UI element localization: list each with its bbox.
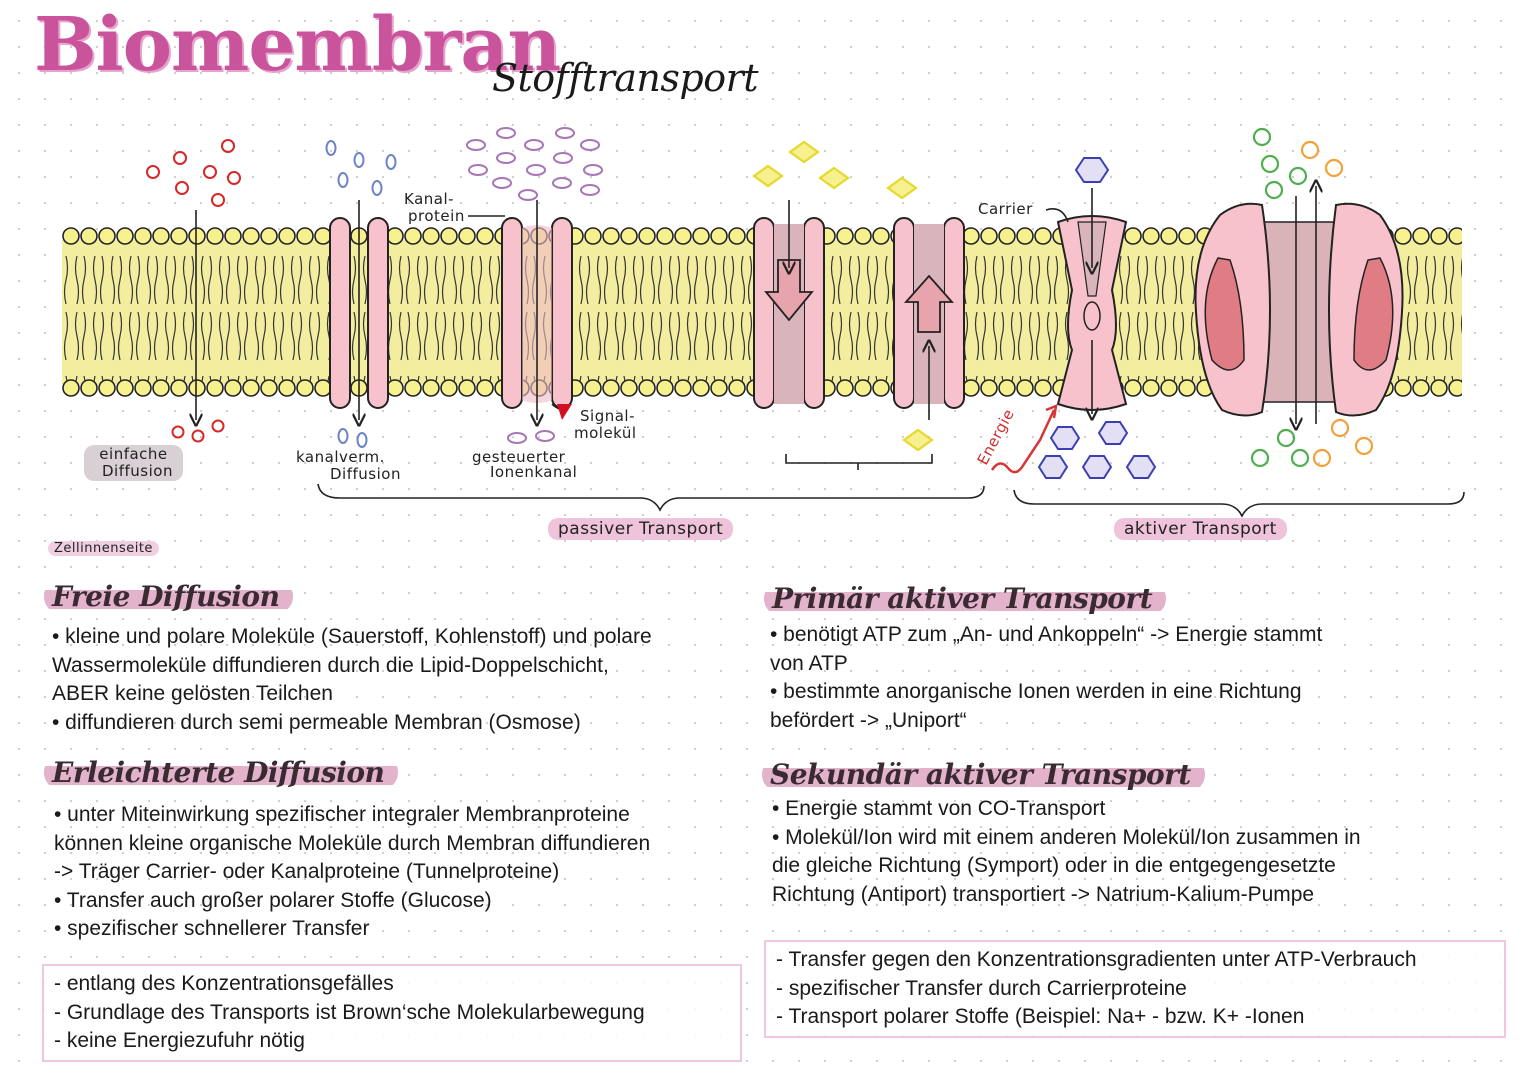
summary-line: - Transport polarer Stoffe (Beispiel: Na… xyxy=(776,1005,1305,1028)
heading-freie-diffusion: Freie Diffusion xyxy=(44,580,294,613)
text-line: Richtung (Antiport) transportiert -> Nat… xyxy=(772,882,1315,906)
text-line: • kleine und polare Moleküle (Sauerstoff… xyxy=(52,625,652,648)
heading-primaer-aktiver-transport: Primär aktiver Transport xyxy=(764,582,1167,615)
text-line: • unter Miteinwirkung spezifischer integ… xyxy=(54,803,630,826)
summary-line: - entlang des Konzentrationsgefälles xyxy=(54,972,394,995)
label-kanalprotein-2: protein xyxy=(408,207,465,225)
text-line: von ATP xyxy=(770,651,848,675)
text-line: befördert -> „Uniport“ xyxy=(770,708,967,732)
heading-sekundaer-aktiver-transport: Sekundär aktiver Transport xyxy=(762,758,1205,791)
label-signal-2: molekül xyxy=(574,424,637,442)
summary-box-active: - Transfer gegen den Konzentrationsgradi… xyxy=(764,940,1506,1038)
caption-gesteuerter-1: gesteuerter xyxy=(472,448,566,466)
text-erleichterte-diffusion: • unter Miteinwirkung spezifischer integ… xyxy=(54,801,754,944)
text-line: • Transfer auch großer polarer Stoffe (G… xyxy=(54,888,492,912)
group-label-aktiv: aktiver Transport xyxy=(1114,518,1287,540)
brackets xyxy=(317,454,1465,518)
text-line: ABER keine gelösten Teilchen xyxy=(52,682,333,705)
transport-arrows xyxy=(196,186,1316,424)
summary-line: - spezifischer Transfer durch Carrierpro… xyxy=(776,976,1187,1000)
label-carrier: Carrier xyxy=(978,200,1033,218)
caption-kanalverm-1: kanalverm. xyxy=(296,448,385,466)
caption-gesteuerter-2: Ionenkanal xyxy=(490,463,577,481)
yellow-molecules xyxy=(752,140,934,452)
text-freie-diffusion: • kleine und polare Moleküle (Sauerstoff… xyxy=(52,623,752,737)
summary-line: - Transfer gegen den Konzentrationsgradi… xyxy=(776,948,1417,971)
summary-line: - keine Energiezufuhr nötig xyxy=(54,1029,305,1052)
text-line: -> Träger Carrier- oder Kanalproteine (T… xyxy=(54,860,560,883)
text-line: Wassermoleküle diffundieren durch die Li… xyxy=(52,653,609,677)
caption-kanalverm-2: Diffusion xyxy=(330,465,401,483)
channel-protein-1 xyxy=(329,217,389,409)
green-molecules xyxy=(1250,127,1310,468)
caption-einfache-diffusion: einfache Diffusion xyxy=(84,445,183,481)
summary-box-passive: - entlang des Konzentrationsgefälles - G… xyxy=(42,964,742,1062)
energy-squiggle-icon xyxy=(990,409,1056,474)
text-line: • Molekül/Ion wird mit einem anderen Mol… xyxy=(772,825,1361,849)
page-subtitle: Stofftransport xyxy=(492,56,759,100)
signal-molecule-icon xyxy=(557,404,572,420)
caption-einfache-2: Diffusion xyxy=(102,462,173,480)
group-label-passiv: passiver Transport xyxy=(548,518,734,540)
text-sekundaer-aktiver-transport: • Energie stammt von CO-Transport • Mole… xyxy=(772,795,1492,909)
text-line: können kleine organische Moleküle durch … xyxy=(54,831,651,855)
caption-einfache-1: einfache xyxy=(99,445,168,463)
text-line: • bestimmte anorganische Ionen werden in… xyxy=(770,680,1302,703)
blue-molecules xyxy=(325,140,397,448)
text-line: die gleiche Richtung (Symport) oder in d… xyxy=(772,854,1336,877)
page-title: Biomembran xyxy=(34,2,561,88)
navy-hexagon-molecules xyxy=(1037,157,1157,479)
text-line: • spezifischer schnellerer Transfer xyxy=(54,917,370,940)
red-molecules xyxy=(146,139,241,443)
membrane-diagram: Kanal- protein Carrier Signal- molekül E… xyxy=(62,127,1465,518)
text-line: • Energie stammt von CO-Transport xyxy=(772,797,1106,820)
text-line: • diffundieren durch semi permeable Memb… xyxy=(52,710,581,734)
label-energie: Energie xyxy=(974,406,1018,468)
text-primaer-aktiver-transport: • benötigt ATP zum „An- und Ankoppeln“ -… xyxy=(770,621,1490,735)
energy-arrowhead-icon xyxy=(1045,404,1058,419)
label-signal-1: Signal- xyxy=(580,407,635,425)
side-label-zellinnenseite: Zellinnenseite xyxy=(48,541,159,556)
summary-line: - Grundlage des Transports ist Brown‘sch… xyxy=(54,1000,645,1024)
purple-molecules xyxy=(466,127,603,444)
text-line: • benötigt ATP zum „An- und Ankoppeln“ -… xyxy=(770,623,1323,646)
orange-molecules xyxy=(1300,140,1374,468)
heading-erleichterte-diffusion: Erleichterte Diffusion xyxy=(44,756,399,789)
pump-protein xyxy=(1194,202,1404,417)
label-kanalprotein-1: Kanal- xyxy=(404,190,454,208)
